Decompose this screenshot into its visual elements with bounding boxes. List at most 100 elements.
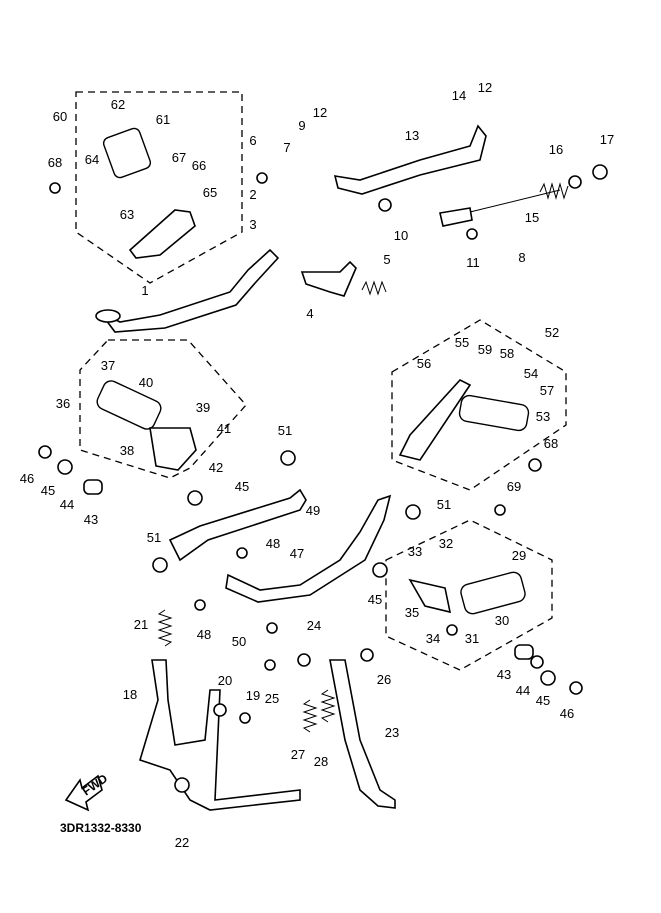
pin-11 bbox=[466, 228, 478, 240]
bolt-69 bbox=[494, 504, 506, 516]
nut-31 bbox=[446, 624, 458, 636]
label: 48 bbox=[197, 627, 211, 642]
front-footrest-rubber bbox=[102, 127, 152, 179]
label: 58 bbox=[500, 346, 514, 361]
label: 62 bbox=[111, 97, 125, 112]
bolt-19 bbox=[239, 712, 251, 724]
label: 35 bbox=[405, 605, 419, 620]
label: 49 bbox=[306, 503, 320, 518]
label: 26 bbox=[377, 672, 391, 687]
label: 30 bbox=[495, 613, 509, 628]
group-52-box bbox=[391, 319, 567, 491]
passenger-footrest-rubber bbox=[458, 394, 530, 432]
brake-pedal bbox=[99, 248, 280, 333]
brake-rod bbox=[333, 124, 487, 195]
label: 67 bbox=[172, 150, 186, 165]
part-labels: 60 62 61 68 64 67 66 65 63 1 6 7 2 3 9 1… bbox=[20, 80, 614, 850]
label: 9 bbox=[298, 118, 305, 133]
side-stand bbox=[329, 659, 396, 809]
label: 19 bbox=[246, 688, 260, 703]
label: 51 bbox=[147, 530, 161, 545]
label: 48 bbox=[266, 536, 280, 551]
bolt-68 bbox=[49, 182, 61, 194]
spring-21 bbox=[157, 609, 173, 647]
nut-10 bbox=[378, 198, 392, 212]
label: 12 bbox=[478, 80, 492, 95]
passenger-footrest-bracket bbox=[398, 379, 472, 461]
washer-45 bbox=[372, 562, 388, 578]
rider-footrest-rubber bbox=[96, 380, 162, 430]
label: 38 bbox=[120, 443, 134, 458]
label: 21 bbox=[134, 617, 148, 632]
label: 13 bbox=[405, 128, 419, 143]
diagram-code: 3DR1332-8330 bbox=[60, 821, 142, 835]
label: 32 bbox=[439, 536, 453, 551]
nut-51 bbox=[280, 450, 296, 466]
label: 60 bbox=[53, 109, 67, 124]
label: 55 bbox=[455, 335, 469, 350]
bolt-68 bbox=[528, 458, 542, 472]
rear-brake-rod-end bbox=[439, 207, 473, 227]
label: 63 bbox=[120, 207, 134, 222]
small-parts bbox=[38, 164, 608, 793]
label: 56 bbox=[417, 356, 431, 371]
group-29-box bbox=[385, 519, 553, 671]
label: 37 bbox=[101, 358, 115, 373]
bolt-50 bbox=[266, 622, 278, 634]
label: 68 bbox=[48, 155, 62, 170]
washer-45 bbox=[540, 670, 556, 686]
label: 41 bbox=[217, 421, 231, 436]
label: 42 bbox=[209, 460, 223, 475]
label: 54 bbox=[524, 366, 538, 381]
label: 14 bbox=[452, 88, 466, 103]
label: 11 bbox=[466, 255, 480, 270]
grommet-7 bbox=[256, 172, 268, 184]
label: 65 bbox=[203, 185, 217, 200]
label: 8 bbox=[518, 250, 525, 265]
footrest-holder-right bbox=[408, 578, 452, 614]
label: 33 bbox=[408, 544, 422, 559]
label: 45 bbox=[235, 479, 249, 494]
label: 2 bbox=[249, 187, 256, 202]
bolt-46 bbox=[569, 681, 583, 695]
label: 29 bbox=[512, 548, 526, 563]
label: 20 bbox=[218, 673, 232, 688]
fwd-arrow-icon: FWD bbox=[64, 771, 110, 812]
label: 18 bbox=[123, 687, 137, 702]
label: 39 bbox=[196, 400, 210, 415]
label: 4 bbox=[306, 306, 313, 321]
nut-48 bbox=[194, 599, 206, 611]
front-footrest-bracket bbox=[128, 209, 196, 259]
brake-cable bbox=[469, 189, 561, 213]
label: 28 bbox=[314, 754, 328, 769]
label: 68 bbox=[544, 436, 558, 451]
bolt-25 bbox=[264, 659, 276, 671]
label: 6 bbox=[249, 133, 256, 148]
label: 69 bbox=[507, 479, 521, 494]
label: 44 bbox=[60, 497, 74, 512]
label: 17 bbox=[600, 132, 614, 147]
brake-shaft bbox=[300, 260, 357, 297]
label: 34 bbox=[426, 631, 440, 646]
bracket-17 bbox=[592, 164, 608, 180]
collar-16 bbox=[568, 175, 582, 189]
footrest-bar-49 bbox=[168, 488, 307, 562]
label: 12 bbox=[313, 105, 327, 120]
label: 23 bbox=[385, 725, 399, 740]
label: 53 bbox=[536, 409, 550, 424]
main-stand bbox=[139, 659, 301, 811]
washer-20 bbox=[213, 703, 227, 717]
label: 61 bbox=[156, 112, 170, 127]
label: 57 bbox=[540, 383, 554, 398]
label: 1 bbox=[141, 283, 148, 298]
label: 51 bbox=[437, 497, 451, 512]
nut-48 bbox=[236, 547, 248, 559]
label: 25 bbox=[265, 691, 279, 706]
label: 3 bbox=[249, 217, 256, 232]
label: 31 bbox=[465, 631, 479, 646]
label: 7 bbox=[283, 140, 290, 155]
label: 15 bbox=[525, 210, 539, 225]
label: 16 bbox=[549, 142, 563, 157]
label: 45 bbox=[41, 483, 55, 498]
